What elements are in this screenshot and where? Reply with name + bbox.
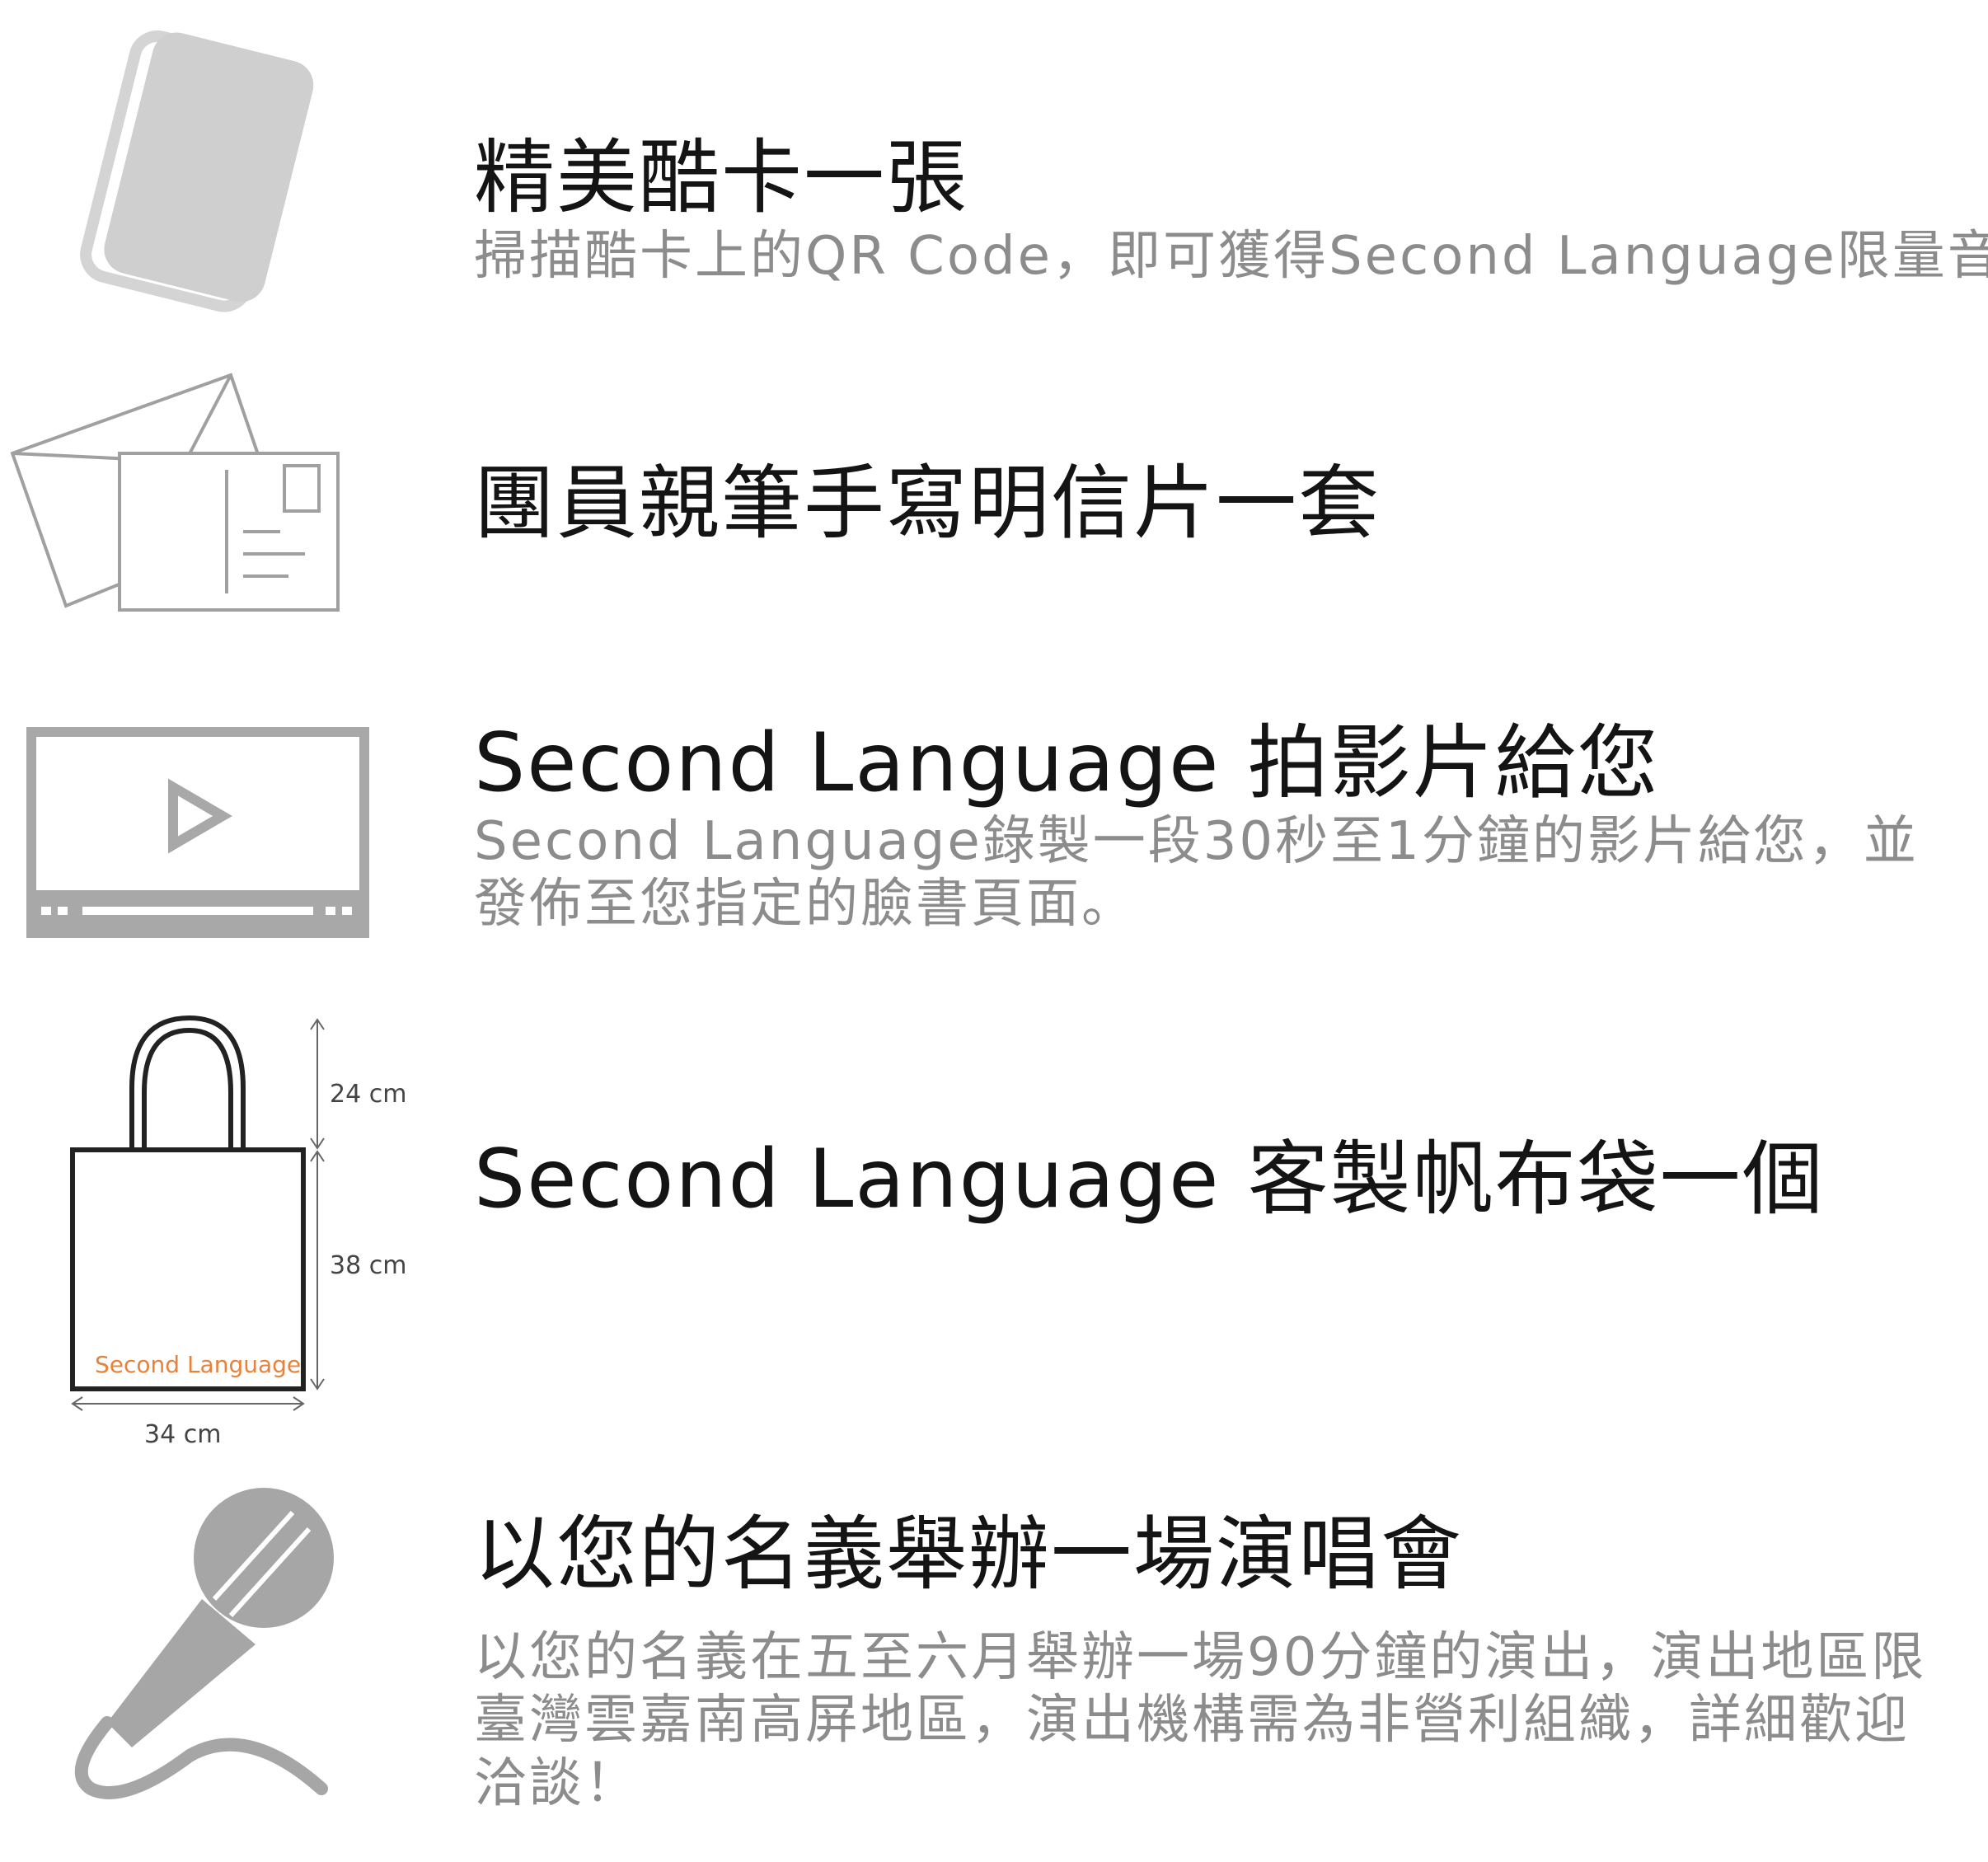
postcard-envelope-icon [8, 371, 346, 618]
item-cards: 精美酷卡一張 掃描酷卡上的QR Code，即可獲得Second Language… [474, 131, 1988, 288]
item-title: 精美酷卡一張 [474, 131, 969, 225]
item-description: 以您的名義在五至六月舉辦一場90分鐘的演出，演出地區限臺灣雲嘉南高屏地區，演出機… [474, 1626, 1927, 1815]
item-tote-bag: Second Language 客製帆布袋一個 [474, 1133, 1974, 1226]
handle-height-label: 24 cm [330, 1080, 406, 1109]
item-title: Second Language 拍影片給您 [474, 716, 1660, 810]
body-height-label: 38 cm [330, 1251, 406, 1280]
bag-brand-label: Second Language [95, 1351, 301, 1378]
item-description: Second Language錄製一段30秒至1分鐘的影片給您，並發佈至您指定的… [474, 810, 1919, 936]
cards-icon [58, 25, 338, 330]
video-player-icon [25, 725, 371, 940]
tote-bag-icon: Second Language 24 cm 38 cm 34 cm [58, 1010, 429, 1455]
item-video: Second Language 拍影片給您 Second Language錄製一… [474, 717, 1974, 936]
item-title: Second Language 客製帆布袋一個 [474, 1133, 1825, 1226]
item-title: 以您的名義舉辦一場演唱會 [474, 1508, 1464, 1602]
item-title: 團員親筆手寫明信片一套 [474, 457, 1381, 551]
item-postcards: 團員親筆手寫明信片一套 [474, 457, 1974, 551]
bag-width-label: 34 cm [144, 1420, 221, 1449]
item-description: 掃描酷卡上的QR Code，即可獲得Second Language限量音樂 [474, 225, 1988, 287]
item-concert: 以您的名義舉辦一場演唱會 以您的名義在五至六月舉辦一場90分鐘的演出，演出地區限… [474, 1508, 1974, 1816]
microphone-icon [58, 1475, 354, 1822]
